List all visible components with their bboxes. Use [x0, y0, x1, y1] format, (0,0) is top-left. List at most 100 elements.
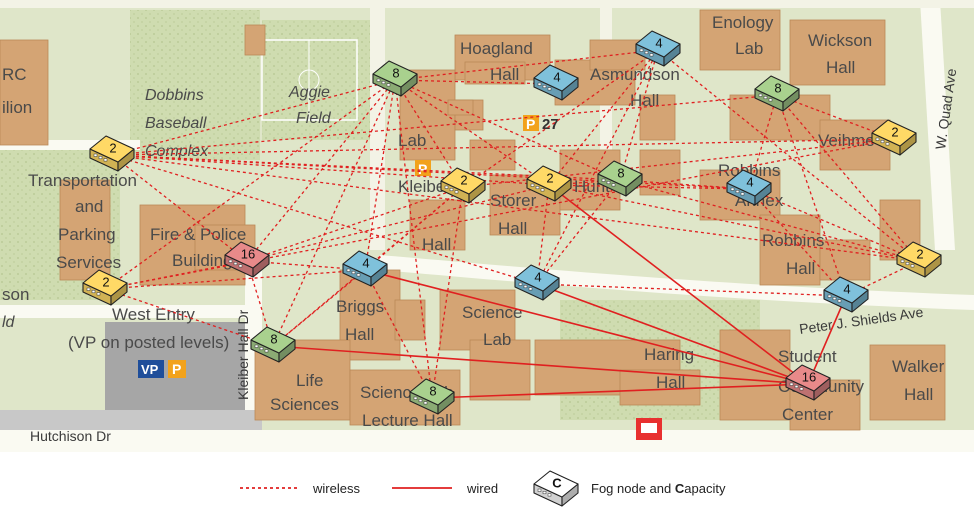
map-label: Parking [58, 225, 116, 244]
wireless-link [394, 49, 659, 81]
node-capacity-label: C [552, 476, 562, 491]
wireless-link [748, 188, 847, 297]
map-label: Building [172, 251, 233, 270]
wireless-link [536, 179, 621, 285]
wireless-link [111, 154, 538, 285]
node-capacity-label: 4 [362, 256, 369, 271]
map-label: and [75, 197, 103, 216]
map-label: RC [2, 65, 27, 84]
wired-link [807, 295, 847, 385]
parking-sign-icon [523, 115, 539, 131]
wireless-link [111, 154, 750, 190]
map-label: Hoagland [460, 39, 533, 58]
vp-badge [138, 360, 164, 378]
wireless-link [272, 79, 396, 347]
legend-wired-label: wired [466, 481, 498, 496]
wireless-link [548, 184, 920, 262]
wireless-link [111, 79, 396, 156]
map-label: ld [2, 314, 16, 331]
map-label: Haring [644, 345, 694, 364]
node-capacity-label: 2 [102, 275, 109, 290]
fog-node-blue: 4 [726, 169, 772, 206]
map-label: Services [56, 253, 121, 272]
parking-sign-icon [168, 360, 186, 378]
fog-node-blue: 4 [823, 276, 869, 313]
wireless-link [104, 269, 366, 290]
map-label: (VP on posted levels) [68, 333, 229, 352]
fog-node-yellow: 2 [871, 119, 917, 156]
map-label: Kleiber [398, 177, 451, 196]
map-label: Enology [712, 13, 774, 32]
wireless-link [536, 49, 659, 285]
map-label: Hutchison Dr [30, 428, 111, 444]
wireless-link [246, 184, 550, 262]
map-label: West Entry [112, 305, 195, 324]
map-label: Baseball [145, 115, 207, 132]
fog-node-red: 16 [224, 241, 270, 278]
fog-node-green: 8 [597, 160, 643, 197]
map-label: Hall [498, 219, 527, 238]
map-label: Briggs [336, 297, 384, 316]
wireless-link [776, 94, 920, 262]
wireless-link [111, 154, 248, 262]
fog-node-red: 16 [785, 364, 831, 401]
map-label: Transportation [28, 171, 137, 190]
fog-node-green: 8 [250, 326, 296, 363]
map-label: Lab [483, 330, 511, 349]
node-capacity-label: 16 [802, 370, 816, 385]
wireless-link [394, 79, 557, 85]
map-label: Lab [735, 39, 763, 58]
node-capacity-label: 4 [553, 70, 560, 85]
wireless-link [657, 49, 920, 262]
map-label: Kleiber Hall Dr [235, 309, 251, 400]
legend: wireless wired C Fog node and Capacity [240, 470, 726, 507]
fog-node-green: 8 [754, 75, 800, 112]
node-capacity-label: 8 [774, 81, 781, 96]
map-label: Sciences [270, 395, 339, 414]
legend-fog-node: C [533, 470, 579, 507]
node-capacity-label: 4 [655, 36, 662, 51]
wireless-link [548, 49, 659, 186]
wireless-link [394, 79, 621, 181]
map-label: Hall [422, 235, 451, 254]
map-label: son [2, 285, 29, 304]
map-label: Hall [904, 385, 933, 404]
fog-node-yellow: 2 [526, 165, 572, 202]
map-label: Hall [826, 58, 855, 77]
wireless-link [748, 188, 920, 262]
wireless-link [246, 186, 464, 262]
map-label: Wickson [808, 31, 872, 50]
wired-link [364, 269, 809, 385]
map-label: Fire & Police [150, 225, 246, 244]
fog-node-yellow: 2 [440, 167, 486, 204]
node-capacity-label: 8 [392, 66, 399, 81]
node-capacity-label: 2 [546, 171, 553, 186]
node-capacity-label: 8 [270, 332, 277, 347]
fog-node-yellow: 2 [896, 241, 942, 278]
node-capacity-label: 2 [916, 247, 923, 262]
node-capacity-label: 2 [109, 141, 116, 156]
fog-node-yellow: 2 [89, 135, 135, 172]
wireless-link [394, 79, 433, 399]
wireless-link [748, 94, 778, 190]
legend-node-label: Fog node and Capacity [591, 481, 726, 496]
wired-link [431, 383, 809, 399]
map-label: Center [782, 405, 833, 424]
node-capacity-label: 2 [460, 173, 467, 188]
map-label: Walker [892, 357, 945, 376]
wireless-link [462, 49, 659, 188]
wireless-link [619, 49, 659, 181]
map-label: Robbins [762, 231, 824, 250]
legend-fog-node-icon: C [533, 470, 579, 507]
wireless-link [111, 154, 550, 186]
node-capacity-label: 2 [891, 125, 898, 140]
wired-link [548, 184, 809, 385]
node-capacity-label: 4 [534, 270, 541, 285]
map-label: Complex [145, 143, 209, 160]
map-label: Field [296, 110, 332, 127]
wireless-link [394, 79, 550, 186]
map-label: Asmundson [590, 65, 680, 84]
map-label: Hall [656, 373, 685, 392]
